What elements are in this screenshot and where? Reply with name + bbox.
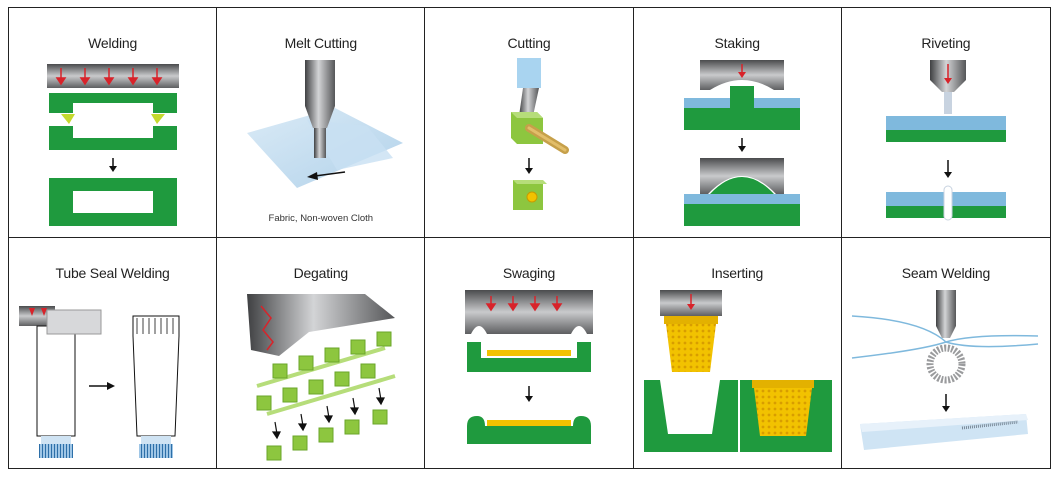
title-welding: Welding [88, 35, 138, 51]
title-cutting: Cutting [507, 35, 551, 51]
riveting-illustration [885, 60, 1006, 221]
title-seam-welding: Seam Welding [901, 265, 991, 281]
cell-riveting: Riveting [841, 8, 1050, 238]
degating-illustration [247, 294, 396, 461]
title-inserting: Inserting [711, 265, 764, 281]
cell-welding: Welding [9, 8, 218, 238]
title-melt-cutting: Melt Cutting [284, 35, 357, 51]
caption-melt-cutting: Fabric, Non-woven Cloth [268, 213, 374, 224]
title-degating: Degating [293, 265, 349, 281]
inserting-illustration [643, 290, 832, 452]
cell-seam-welding: Seam Welding [842, 238, 1050, 468]
title-staking: Staking [714, 35, 760, 51]
cutting-illustration [511, 58, 570, 210]
cell-swaging: Swaging [425, 238, 634, 468]
cell-inserting: Inserting [634, 238, 842, 468]
title-tube-seal-welding: Tube Seal Welding [55, 265, 170, 281]
staking-illustration [683, 60, 800, 226]
cell-staking: Staking [633, 8, 842, 238]
cell-melt-cutting: Melt Cutting Fabric, Non-woven Cloth [217, 8, 426, 238]
swaging-illustration [465, 290, 594, 444]
title-swaging: Swaging [502, 265, 556, 281]
tube-seal-welding-illustration [19, 306, 180, 458]
melt-cutting-illustration [247, 60, 404, 188]
title-riveting: Riveting [921, 35, 971, 51]
seam-welding-illustration [851, 290, 1038, 450]
welding-illustration [47, 64, 179, 226]
cell-degating: Degating [217, 238, 426, 468]
process-grid: Welding Melt Cutting [8, 7, 1051, 469]
cell-tube-seal-welding: Tube Seal Welding [9, 238, 218, 468]
cell-cutting: Cutting [425, 8, 634, 238]
